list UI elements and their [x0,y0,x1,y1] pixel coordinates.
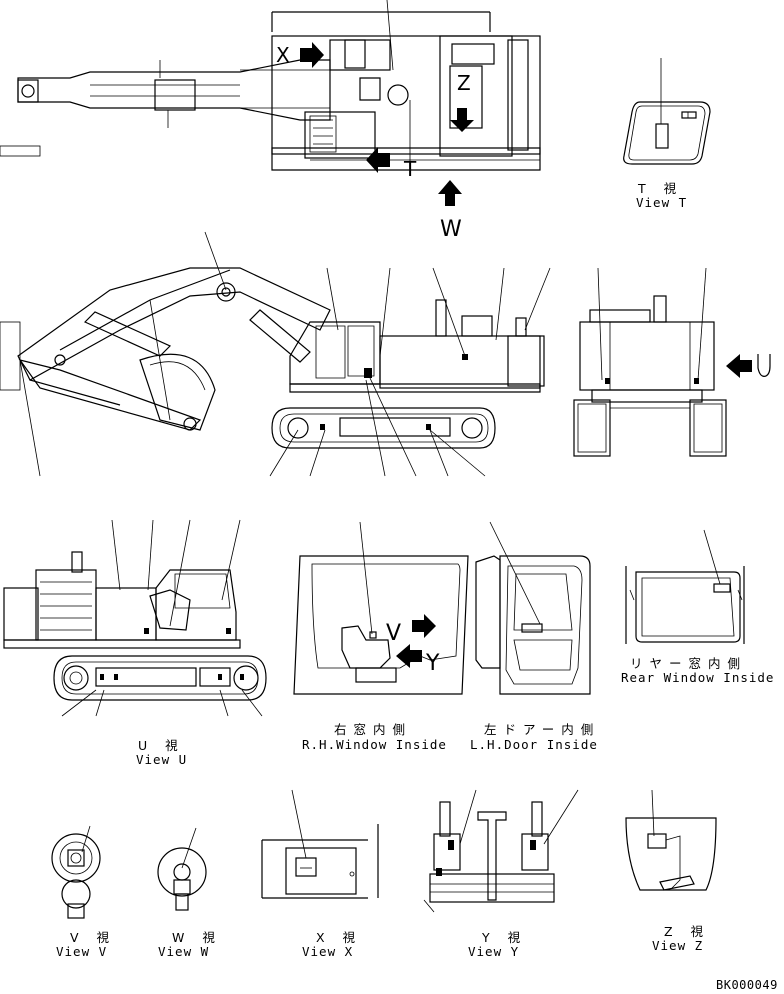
excavator-top-view [0,0,541,206]
view-w-label-jp: W 視 [172,930,222,945]
arrow-letter-w: W [440,217,462,242]
view-u-drawing [3,519,267,717]
view-z-label-jp: Z 視 [664,924,711,939]
view-z-label-en: View Z [652,938,704,953]
rh-window-label-en: R.H.Window Inside [302,737,447,752]
view-y-drawing [423,789,579,913]
rear-window-drawing [625,529,745,644]
view-w-drawing [157,827,207,911]
arrow-letter-v: V [386,621,401,646]
arrow-letter-z: Z [457,71,471,95]
view-v-label-en: View V [56,944,108,959]
view-v-label-jp: V 視 [70,930,117,945]
rear-window-label-en: Rear Window Inside [621,670,775,685]
lh-door-drawing [475,521,591,695]
view-v-drawing [51,825,101,919]
lh-door-label-en: L.H.Door Inside [470,737,598,752]
view-u-label-jp: U 視 [138,738,185,753]
rh-window-label-jp: 右窓内側 [334,722,413,737]
view-y-label-jp: Y 視 [482,930,528,945]
view-x-drawing [261,789,379,899]
view-t-label-jp: T 視 [638,181,684,196]
arrow-letter-x: X [276,43,290,67]
view-x-label-jp: X 視 [316,930,363,945]
side-view-leaders [19,231,551,477]
view-z-drawing [625,789,717,891]
rear-window-label-jp: リヤー窓内側 [630,656,748,671]
excavator-side-view [17,267,545,449]
drawing-number: BK000049 [716,978,778,992]
excavator-rear-view [0,267,771,457]
arrow-letter-t: T [403,157,417,181]
view-t-label-en: View T [636,195,688,210]
view-y-label-en: View Y [468,944,520,959]
view-t-window [623,58,711,165]
view-w-label-en: View W [158,944,210,959]
arrow-letter-u-text: U [757,352,773,376]
lh-door-label-jp: 左ドアー内側 [484,722,601,737]
rh-window-drawing [293,521,469,695]
view-x-label-en: View X [302,944,354,959]
view-u-label-en: View U [136,752,188,767]
arrow-letter-y: Y [425,651,440,676]
